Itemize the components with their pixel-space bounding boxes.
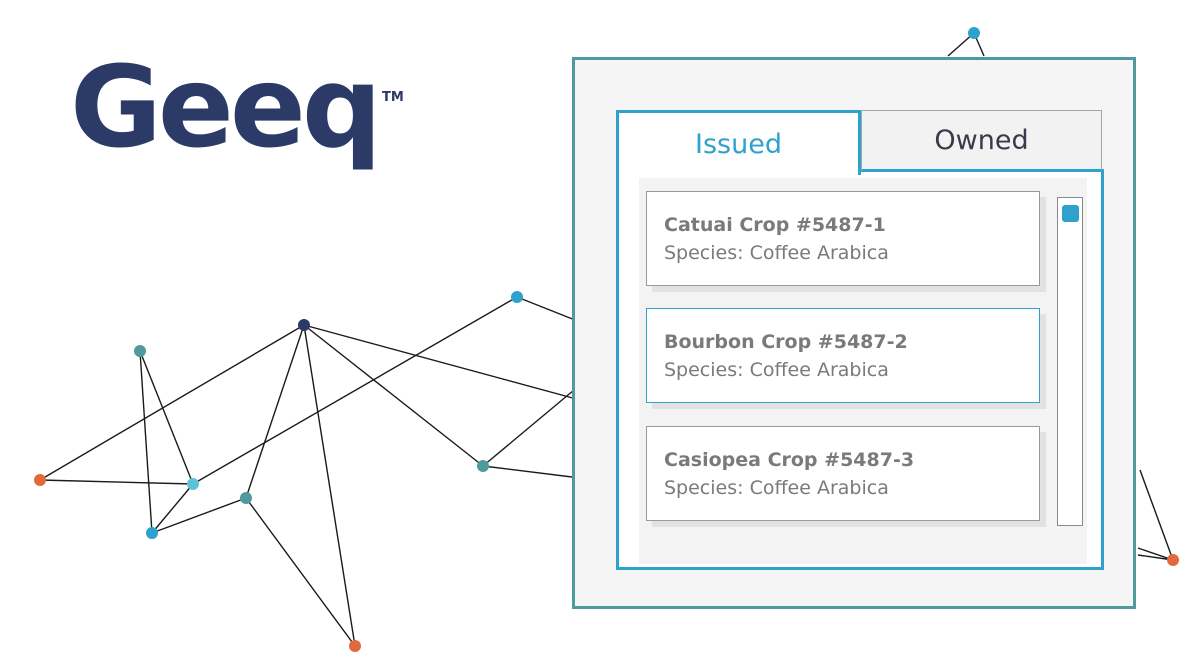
crop-card-catuai[interactable]: Catuai Crop #5487-1 Species: Coffee Arab… — [646, 191, 1040, 286]
tab-owned-label: Owned — [934, 124, 1029, 156]
network-node — [146, 527, 158, 539]
tab-content: Catuai Crop #5487-1 Species: Coffee Arab… — [616, 169, 1104, 570]
crop-species: Species: Coffee Arabica — [664, 242, 889, 264]
network-node — [349, 640, 361, 652]
crop-list: Catuai Crop #5487-1 Species: Coffee Arab… — [639, 178, 1087, 564]
network-node — [298, 319, 310, 331]
network-node — [511, 291, 523, 303]
network-node — [134, 345, 146, 357]
scrollbar-thumb[interactable] — [1062, 205, 1079, 222]
logo-wordmark: Geeq — [70, 43, 382, 173]
crop-title: Casiopea Crop #5487-3 — [664, 449, 915, 471]
crop-card-bourbon[interactable]: Bourbon Crop #5487-2 Species: Coffee Ara… — [646, 308, 1040, 403]
network-node — [240, 492, 252, 504]
crop-card-casiopea[interactable]: Casiopea Crop #5487-3 Species: Coffee Ar… — [646, 426, 1040, 521]
active-tab-joint — [619, 169, 858, 173]
crop-species: Species: Coffee Arabica — [664, 477, 889, 499]
geeq-logo: Geeq TM — [70, 52, 404, 164]
crop-title: Catuai Crop #5487-1 — [664, 214, 886, 236]
tab-issued-label: Issued — [695, 128, 782, 160]
crop-panel: Issued Owned Catuai Crop #5487-1 Species… — [572, 57, 1136, 609]
network-node — [968, 27, 980, 39]
network-node — [477, 460, 489, 472]
trademark-mark: TM — [382, 90, 404, 105]
network-node — [187, 478, 199, 490]
crop-title: Bourbon Crop #5487-2 — [664, 331, 908, 353]
tab-owned[interactable]: Owned — [861, 110, 1102, 172]
tab-issued[interactable]: Issued — [616, 110, 861, 175]
list-scrollbar[interactable] — [1057, 197, 1083, 526]
network-node — [1167, 554, 1179, 566]
crop-species: Species: Coffee Arabica — [664, 359, 889, 381]
network-node — [34, 474, 46, 486]
